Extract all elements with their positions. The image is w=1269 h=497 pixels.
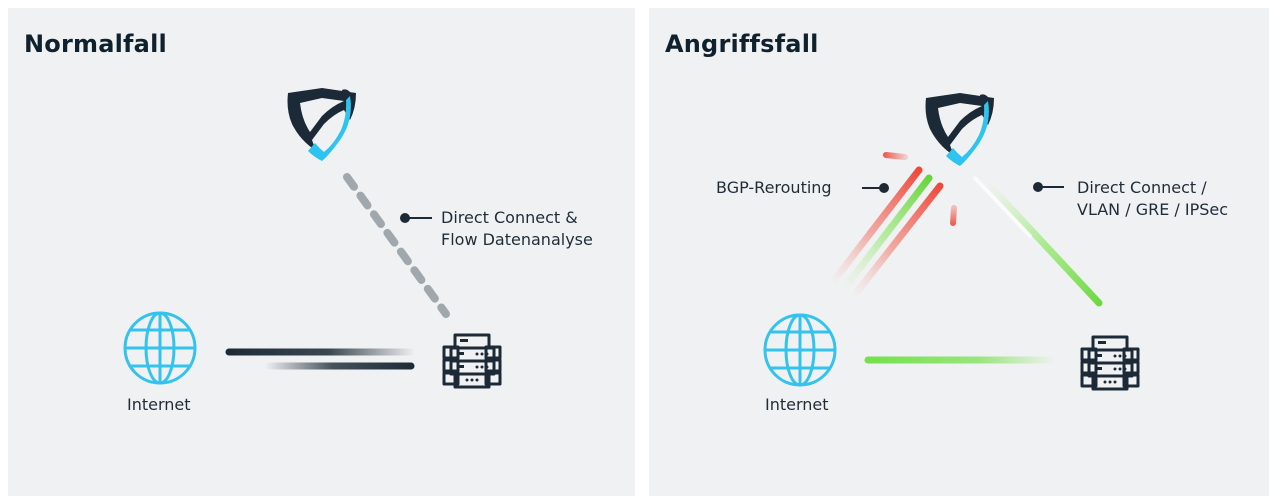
connection-label: Direct Connect / VLAN / GRE / IPSec [1077, 177, 1228, 221]
label-pointer-icon [862, 183, 889, 193]
bgp-reroute-link-2 [839, 174, 933, 294]
server-icon [442, 333, 502, 389]
bgp-rerouting-label: BGP-Rerouting [716, 178, 832, 197]
reroute-fragment [883, 152, 908, 160]
globe-icon [123, 311, 197, 385]
shield-icon [925, 93, 994, 166]
label-pointer-icon [400, 213, 432, 223]
connection-label: Direct Connect & Flow Datenanalyse [441, 207, 593, 251]
server-icon [1080, 335, 1140, 391]
bgp-reroute-link-1 [828, 166, 923, 287]
connection-label-line-2: Flow Datenanalyse [441, 230, 593, 249]
connection-label-line-1: Direct Connect & [441, 208, 578, 227]
internet-label: Internet [765, 395, 829, 414]
panel-angriffsfall: Angriffsfall [649, 8, 1269, 496]
shield-icon [287, 88, 356, 161]
internet-label: Internet [127, 395, 191, 414]
direct-connect-link [343, 173, 450, 318]
label-pointer-icon [1033, 182, 1064, 192]
direct-connect-link-glow [973, 176, 1032, 238]
connection-label-line-2: VLAN / GRE / IPSec [1077, 200, 1229, 219]
globe-icon [763, 313, 837, 387]
panel-title-normalfall: Normalfall [24, 30, 167, 58]
connection-label-line-1: Direct Connect / [1077, 178, 1207, 197]
panel-title-angriffsfall: Angriffsfall [665, 30, 819, 58]
reroute-fragment [950, 205, 957, 226]
bgp-reroute-link-3 [849, 182, 944, 301]
direct-connect-link [986, 182, 1103, 307]
